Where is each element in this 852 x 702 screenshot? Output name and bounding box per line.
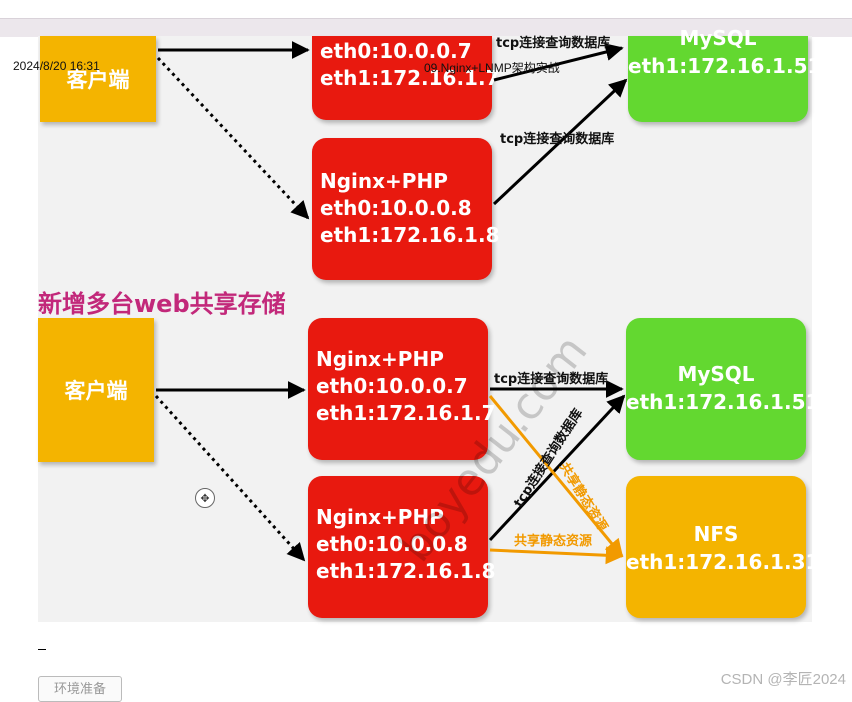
bottom-mysql-name: MySQL [677,362,755,386]
bottom-mysql-box: MySQL eth1:172.16.1.51 [626,318,820,460]
print-date: 2024/8/20 16:31 [13,59,100,73]
toolbar-strip [0,18,852,37]
bottom-web2-eth0: eth0:10.0.0.8 [316,532,468,556]
bottom-web2-eth1: eth1:172.16.1.8 [316,559,496,583]
section-heading: 新增多台web共享存储 [38,290,286,318]
bottom-web1-eth0: eth0:10.0.0.7 [316,374,468,398]
csdn-credit: CSDN @李匠2024 [720,671,846,688]
top-web2-name: Nginx+PHP [320,169,448,193]
bottom-mysql-eth1: eth1:172.16.1.51 [626,390,820,414]
top-web2-eth1: eth1:172.16.1.8 [320,223,500,247]
top-edge-label-1: tcp连接查询数据库 [496,36,611,51]
bottom-client-label: 客户端 [64,379,128,403]
bottom-web2-box: Nginx+PHP eth0:10.0.0.8 eth1:172.16.1.8 [308,476,496,618]
bottom-nfs-eth1: eth1:172.16.1.31 [626,550,820,574]
top-web1-box: eth0:10.0.0.7 eth1:172.16.1.7 [312,36,500,120]
bottom-nfs-name: NFS [693,522,739,546]
top-web1-eth0: eth0:10.0.0.7 [320,39,472,63]
bottom-edge-share-2: 共享静态资源 [514,534,593,549]
move-handle-icon[interactable]: ✥ [195,488,215,508]
top-web2-eth0: eth0:10.0.0.8 [320,196,472,220]
bottom-web2-name: Nginx+PHP [316,505,444,529]
top-mysql-eth1: eth1:172.16.1.51 [628,54,822,78]
top-web2-box: Nginx+PHP eth0:10.0.0.8 eth1:172.16.1.8 [312,138,500,280]
bottom-edge-tcp-1: tcp连接查询数据库 [494,372,609,387]
bottom-client-box: 客户端 [38,318,154,462]
top-mysql-name: MySQL [679,26,757,50]
top-web1-eth1: eth1:172.16.1.7 [320,66,500,90]
bottom-web1-name: Nginx+PHP [316,347,444,371]
bottom-nfs-box: NFS eth1:172.16.1.31 [626,476,820,618]
print-title: 09.Nginx+LNMP架构实战 [424,61,560,75]
text-cursor [38,649,46,650]
top-edge-label-2: tcp连接查询数据库 [500,132,615,147]
top-client-label: 客户端 [66,68,130,92]
env-prep-tab[interactable]: 环境准备 [38,676,122,702]
bottom-web1-eth1: eth1:172.16.1.7 [316,401,496,425]
browser-top-bar [0,0,852,37]
bottom-web1-box: Nginx+PHP eth0:10.0.0.7 eth1:172.16.1.7 [308,318,496,460]
top-mysql-box: MySQL eth1:172.16.1.51 [628,26,822,122]
top-client-box: 客户端 [40,36,156,122]
